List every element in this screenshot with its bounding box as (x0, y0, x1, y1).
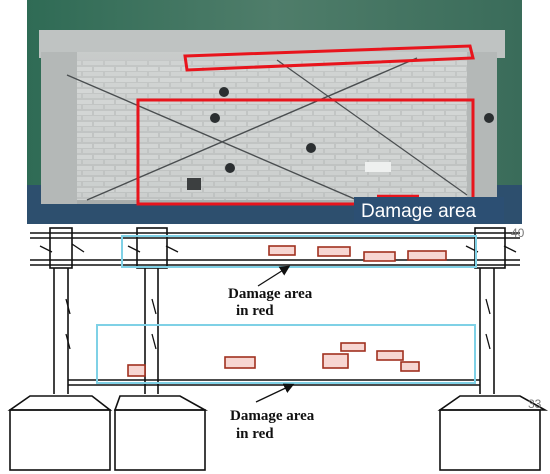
upper-zone-label-line2: in red (236, 303, 274, 319)
sensor-disc (306, 143, 316, 153)
wall-brickwork (67, 60, 467, 200)
damage-mark (317, 246, 351, 257)
lower-zone-label-line2: in red (236, 426, 274, 442)
diagonal-strap (66, 74, 358, 201)
lower-zone-label-line1: Damage area (230, 408, 315, 424)
sensor-disc (484, 113, 494, 123)
diagonal-strap (276, 59, 468, 196)
sensor-disc (219, 87, 229, 97)
corner-mark-top: 40 (511, 226, 525, 240)
upper-zone-label-line1: Damage area (228, 286, 313, 302)
frame-drawing: Damage area in red Damage area in red 40… (7, 226, 549, 471)
sensor-disc (225, 163, 235, 173)
sensor-disc (210, 113, 220, 123)
wall-left-column (41, 52, 77, 204)
frame-structure (7, 227, 549, 471)
damage-mark (127, 364, 146, 377)
upper-label-arrow (257, 265, 291, 287)
damage-mark (407, 250, 447, 261)
corner-mark-bottom: 33 (528, 397, 542, 411)
damage-mark (322, 353, 349, 369)
photo-label-background (354, 197, 504, 223)
lower-label-arrow (255, 383, 295, 403)
damage-mark (400, 361, 420, 372)
damage-mark (340, 342, 366, 352)
lower-damage-zone (96, 324, 476, 384)
spalling-patch (365, 162, 391, 172)
photo-damage-label: Damage area (361, 201, 477, 222)
diagonal-strap (86, 57, 418, 201)
photo-damage-outline-lower (136, 98, 475, 206)
upper-damage-zone (121, 235, 477, 268)
damage-mark (224, 356, 256, 369)
specimen-photo: Damage area (27, 0, 522, 224)
photo-damage-outline-upper (183, 44, 475, 72)
connection-ticks (39, 243, 517, 350)
spalling-patch (187, 178, 201, 190)
damage-mark (268, 245, 296, 256)
damage-mark (376, 350, 404, 361)
damage-mark (363, 251, 396, 262)
